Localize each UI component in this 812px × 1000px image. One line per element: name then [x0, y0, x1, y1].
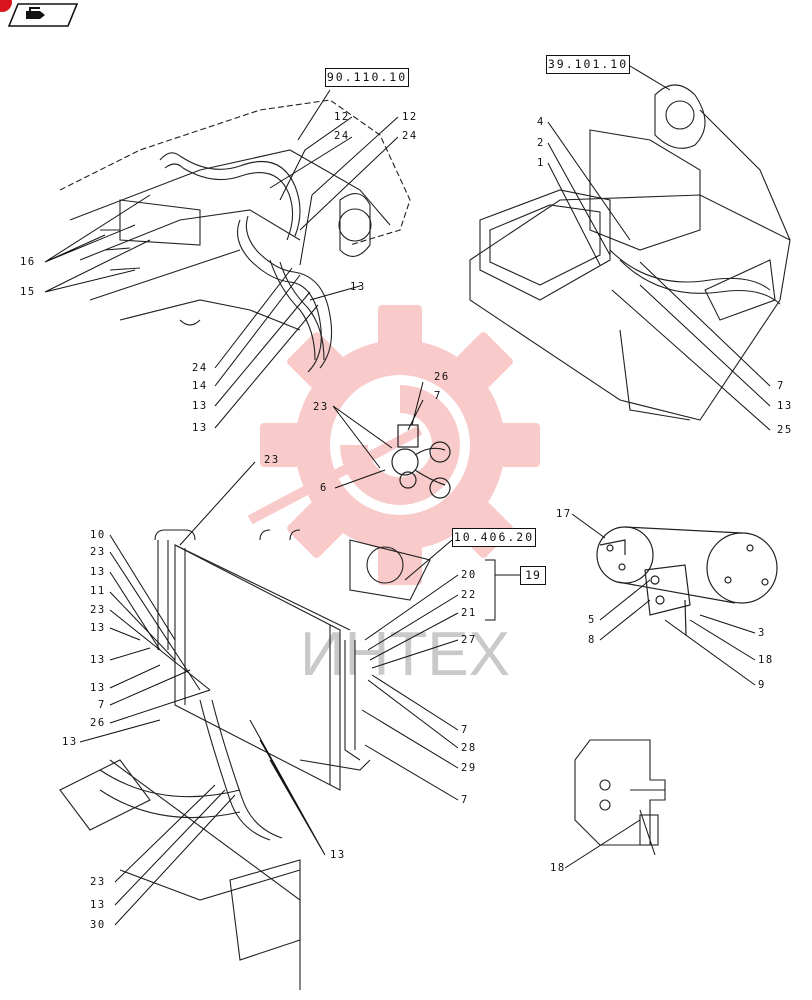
callout-23: 23: [313, 401, 329, 413]
callout-20: 20: [461, 569, 477, 581]
callout-13: 13: [62, 736, 78, 748]
callout-18: 18: [550, 862, 566, 874]
callout-7: 7: [461, 724, 469, 736]
callout-23: 23: [90, 876, 106, 888]
callout-13: 13: [330, 849, 346, 861]
reference-box-10-406-20[interactable]: 10.406.20: [452, 528, 536, 547]
callout-24: 24: [192, 362, 208, 374]
bracket-detail: [574, 739, 666, 856]
callout-27: 27: [461, 634, 477, 646]
belt-detail: [596, 526, 778, 636]
callout-12: 12: [402, 111, 418, 123]
callout-30: 30: [90, 919, 106, 931]
callout-10: 10: [90, 529, 106, 541]
callout-13: 13: [90, 566, 106, 578]
callout-13: 13: [90, 654, 106, 666]
middle-valve-assembly: [391, 424, 451, 499]
callout-21: 21: [461, 607, 477, 619]
watermark-text: ИНТЕХ: [300, 620, 510, 689]
callout-1: 1: [537, 157, 545, 169]
callout-7: 7: [98, 699, 106, 711]
callout-12: 12: [334, 111, 350, 123]
callout-28: 28: [461, 742, 477, 754]
callout-18: 18: [758, 654, 774, 666]
corner-marker: [0, 0, 12, 12]
callout-7: 7: [434, 390, 442, 402]
folder-arrow-icon[interactable]: [8, 2, 78, 28]
reference-box-90-110-10[interactable]: 90.110.10: [325, 68, 409, 87]
callout-29: 29: [461, 762, 477, 774]
callout-4: 4: [537, 116, 545, 128]
callout-9: 9: [758, 679, 766, 691]
callout-23: 23: [264, 454, 280, 466]
callout-5: 5: [588, 614, 596, 626]
callout-13: 13: [192, 400, 208, 412]
callout-13: 13: [192, 422, 208, 434]
callout-6: 6: [320, 482, 328, 494]
callout-13: 13: [350, 281, 366, 293]
callout-2: 2: [537, 137, 545, 149]
callout-25: 25: [777, 424, 793, 436]
callout-7: 7: [461, 794, 469, 806]
callout-13: 13: [90, 682, 106, 694]
callout-14: 14: [192, 380, 208, 392]
callout-23: 23: [90, 546, 106, 558]
callout-26: 26: [434, 371, 450, 383]
group-label-box: 19: [520, 566, 546, 585]
callout-13: 13: [90, 622, 106, 634]
callout-26: 26: [90, 717, 106, 729]
top-right-assembly: [469, 84, 791, 421]
callout-11: 11: [90, 585, 106, 597]
callout-8: 8: [588, 634, 596, 646]
callout-13: 13: [777, 400, 793, 412]
callout-23: 23: [90, 604, 106, 616]
leader-lines: [44, 65, 771, 926]
callout-15: 15: [20, 286, 36, 298]
callout-13: 13: [90, 899, 106, 911]
callout-24: 24: [334, 130, 350, 142]
callout-3: 3: [758, 627, 766, 639]
condenser-assembly: [59, 529, 431, 990]
callout-7: 7: [777, 380, 785, 392]
top-left-assembly: [59, 99, 411, 373]
reference-box-39-101-10[interactable]: 39.101.10: [546, 55, 630, 74]
callout-17: 17: [556, 508, 572, 520]
callout-22: 22: [461, 589, 477, 601]
callout-16: 16: [20, 256, 36, 268]
callout-24: 24: [402, 130, 418, 142]
